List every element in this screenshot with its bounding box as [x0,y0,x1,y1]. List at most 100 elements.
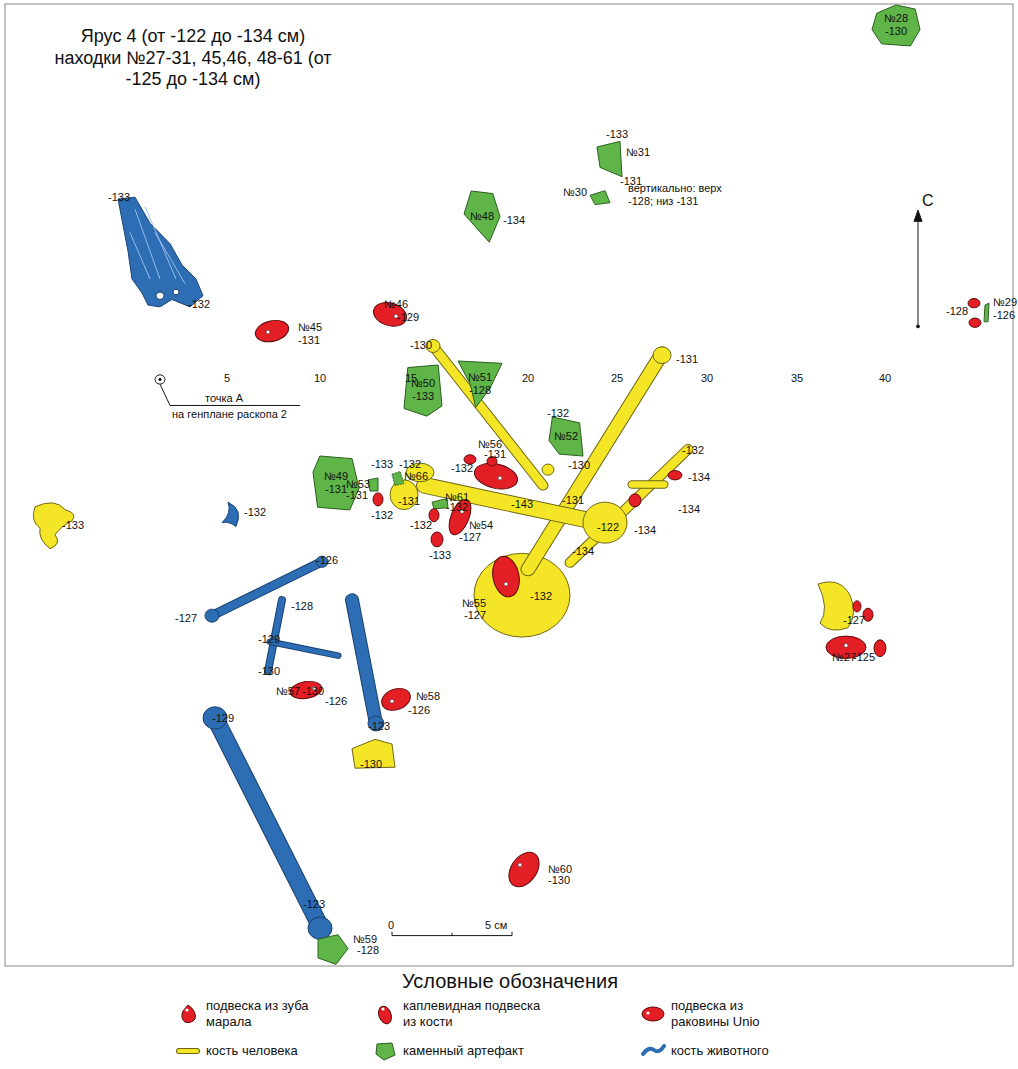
stone-artifact [318,141,989,964]
depth-mark: -134 [678,503,700,516]
north-arrow [914,210,922,328]
depth-mark: -131 [676,353,698,366]
plan-note: 0 [388,919,394,932]
legend-heading: Условные обозначения [402,970,618,993]
depth-mark: -130 [410,339,432,352]
find-number: №31 [626,146,650,159]
depth-mark: -134 [572,545,594,558]
stone-outline [464,191,500,242]
animal-bone [205,609,219,622]
depth-mark: -128 [357,944,379,957]
animal-bone [173,289,179,295]
depth-mark: -125 [853,651,875,664]
plan-note: 15 [405,372,417,385]
point-a [155,375,165,384]
depth-mark: -126 [993,309,1015,322]
depth-mark: -123 [368,720,390,733]
depth-mark: -127 [175,612,197,625]
human-bone [528,353,662,569]
north-arrow [914,210,922,221]
stone-outline [872,5,920,46]
stone-artifact [392,472,404,486]
plan-note: на генплане раскопа 2 [172,408,287,421]
pendant [968,299,980,308]
plan-note: 30 [701,372,713,385]
find-number: №53 [346,478,370,491]
depth-mark: -130 [568,459,590,472]
plan-note: вертикально: верх -128; низ -131 [628,182,732,207]
find-number: №46 [384,298,408,311]
find-number: №59 [353,933,377,946]
find-number: №60 [548,863,572,876]
animal-bone [270,642,338,656]
pendant [373,493,383,506]
depth-mark: -130 [360,758,382,771]
legend-item: каплевидная подвеска из кости [372,998,545,1029]
depth-mark: -128 [291,600,313,613]
legend-text: подвеска из зуба марала [206,998,318,1029]
animal-bone [118,197,384,939]
legend-item: подвеска из раковины Unio [640,998,783,1029]
frame [5,4,1013,966]
depth-mark: -132 [399,458,421,471]
human-bone [33,339,853,768]
animal-bone [130,206,185,283]
find-number: №52 [554,430,578,443]
depth-mark: -131 [346,489,368,502]
depth-mark: -126 [325,695,347,708]
find-number: №28 [884,12,908,25]
plan-note: точка А [205,392,243,405]
pendant-hole [266,330,270,334]
depth-mark: -127 [459,531,481,544]
animal-bone [270,642,338,656]
depth-mark: -131 [484,448,506,461]
animal-bone [212,562,322,616]
legend-item: кость человека [175,1040,366,1062]
depth-mark: -133 [108,191,130,204]
legend-swatch [372,1003,398,1025]
depth-mark: -133 [62,519,84,532]
depth-mark: -130 [302,685,324,698]
find-number: №29 [993,296,1017,309]
animal-bone [156,292,164,299]
depth-mark: -130 [885,25,907,38]
legend-item: каменный артефакт [372,1040,563,1062]
scale-bar [452,933,453,936]
depth-mark: -130 [258,665,280,678]
find-number: №49 [324,470,348,483]
depth-mark: -132 [451,462,473,475]
depth-mark: -132 [244,506,266,519]
stone-artifact [318,935,348,965]
depth-mark: -143 [511,498,533,511]
stone-artifact: №48 [464,191,500,242]
pendant-hole [844,644,848,648]
depth-mark: -126 [316,554,338,567]
stone-artifact [984,303,989,322]
human-bone [542,464,554,475]
legend-swatch [640,1003,666,1025]
depth-mark: -134 [688,471,710,484]
depth-mark: -129 [258,633,280,646]
find-number: №27 [832,651,856,664]
find-number: №51 [468,371,492,384]
legend-text: каплевидная подвеска из кости [403,998,545,1029]
pendant-hole [390,699,394,703]
depth-mark: -132 [547,407,569,420]
plan-note: 5 [224,372,230,385]
scale-bar [512,932,513,936]
legend-text: кость животного [671,1043,831,1059]
legend-item: кость животного [640,1040,831,1062]
depth-mark: -132 [530,590,552,603]
animal-bone [308,917,332,939]
depth-mark: -133 [412,390,434,403]
pendant [853,601,861,612]
pendant [874,640,886,657]
depth-mark: -127 [464,609,486,622]
animal-bone [222,502,239,526]
find-number: №58 [416,690,440,703]
human-bone [433,346,543,486]
legend-text: кость человека [206,1043,366,1059]
scale-bar [392,932,393,936]
depth-mark: -132 [371,509,393,522]
pendant [668,471,682,480]
